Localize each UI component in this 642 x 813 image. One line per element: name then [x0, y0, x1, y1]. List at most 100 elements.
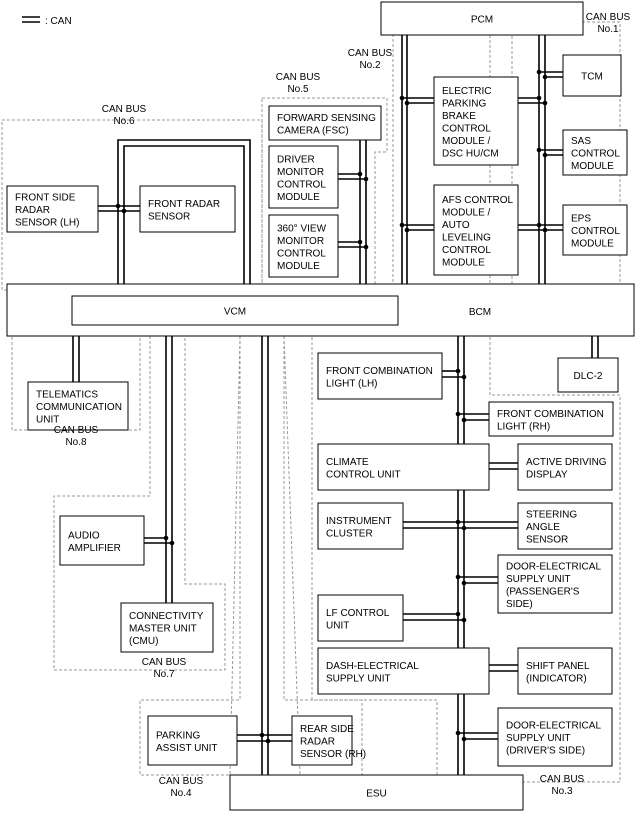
module-label-line: SUPPLY UNIT: [506, 574, 571, 585]
module-box: [317, 502, 404, 550]
module-label-line: SENSOR (RH): [300, 749, 366, 760]
module-label-line: REAR SIDE: [300, 724, 354, 735]
module-label-line: VCM: [224, 307, 246, 318]
module-vcm: VCM: [71, 295, 399, 326]
module-box: [147, 715, 238, 766]
can-bus-label-bus5: CAN BUS: [276, 72, 321, 83]
module-box: [433, 76, 519, 166]
module-label-line: STEERING: [526, 510, 577, 521]
module-dlc2: DLC-2: [557, 357, 619, 393]
can-bus-label-bus4: CAN BUS: [159, 776, 204, 787]
can-bus-label-bus7: CAN BUS: [142, 657, 187, 668]
module-box: [557, 357, 619, 393]
module-label-line: FORWARD SENSING: [277, 113, 376, 124]
module-pcm: PCM: [380, 1, 584, 36]
can-bus-label-bus1: CAN BUS: [586, 12, 631, 23]
module-label-line: SENSOR (LH): [15, 218, 79, 229]
module-label-line: MONITOR: [277, 236, 324, 247]
can-bus-4-outline-right: [283, 335, 363, 776]
can-bus-label-bus2: CAN BUS: [348, 48, 393, 59]
module-label-line: DASH-ELECTRICAL: [326, 661, 419, 672]
module-label-line: PARKING: [442, 98, 486, 109]
module-label-line: 360° VIEW: [277, 223, 327, 234]
module-label-line: UNIT: [326, 620, 349, 631]
module-box: [517, 443, 613, 491]
module-box: [517, 647, 613, 695]
module-label-line: ESU: [366, 789, 387, 800]
module-box: [317, 352, 443, 400]
module-box: [27, 381, 129, 431]
module-label-line: BCM: [469, 307, 491, 318]
module-label-line: UNIT: [36, 415, 59, 426]
module-label-line: EPS: [571, 214, 591, 225]
module-box: [562, 204, 628, 256]
module-box: [562, 129, 628, 176]
module-box: [433, 184, 519, 276]
module-label-line: LIGHT (LH): [326, 378, 378, 389]
module-label-line: MONITOR: [277, 167, 324, 178]
module-label-line: CONTROL: [277, 179, 326, 190]
module-label-line: FRONT COMBINATION: [497, 409, 604, 420]
can-bus-label-bus3: No.3: [551, 786, 573, 797]
module-label-line: ANGLE: [526, 522, 560, 533]
module-label-line: SENSOR: [148, 211, 190, 222]
module-box: [6, 185, 99, 233]
module-label-line: PCM: [471, 15, 493, 26]
module-label-line: CONTROL: [571, 149, 620, 160]
bus6-wire-outer: [117, 139, 251, 296]
module-label-line: MODULE: [277, 192, 320, 203]
can-bus-label-bus3: CAN BUS: [540, 774, 585, 785]
module-label-line: MODULE: [277, 261, 320, 272]
module-box: [120, 602, 214, 653]
module-shift: SHIFT PANEL(INDICATOR): [517, 647, 613, 695]
module-label-line: CLUSTER: [326, 528, 373, 539]
can-bus-label-bus4: No.4: [170, 788, 192, 799]
can-bus-wires: [72, 35, 599, 775]
module-label-line: FRONT SIDE: [15, 193, 76, 204]
module-label-line: AUTO: [442, 220, 470, 231]
module-label-line: ELECTRIC: [442, 86, 491, 97]
can-bus-label-bus6: No.6: [113, 116, 135, 127]
module-tcm: TCM: [562, 54, 622, 97]
module-box: [291, 715, 353, 766]
module-label-line: CONTROL: [277, 248, 326, 259]
module-label-line: DISPLAY: [526, 469, 568, 480]
module-label-line: SUPPLY UNIT: [506, 733, 571, 744]
module-label-line: SENSOR: [526, 535, 568, 546]
module-box: [268, 105, 382, 141]
can-bus-label-bus8: No.8: [65, 437, 87, 448]
module-label-line: SIDE): [506, 599, 533, 610]
module-label-line: (INDICATOR): [526, 673, 587, 684]
legend: : CAN: [22, 16, 72, 27]
module-label-line: (DRIVER'S SIDE): [506, 746, 585, 757]
module-label-line: (PASSENGER'S: [506, 586, 580, 597]
module-label-line: ASSIST UNIT: [156, 743, 218, 754]
module-label-line: AMPLIFIER: [68, 543, 121, 554]
module-label-line: CLIMATE: [326, 457, 369, 468]
module-box: [59, 515, 145, 566]
module-label-line: AUDIO: [68, 530, 100, 541]
module-label-line: MODULE: [571, 239, 614, 250]
module-label-line: MASTER UNIT: [129, 624, 197, 635]
module-label-line: DOOR-ELECTRICAL: [506, 721, 601, 732]
module-label-line: CONTROL UNIT: [326, 469, 401, 480]
module-label-line: DRIVER: [277, 154, 315, 165]
module-label-line: CONTROL: [442, 245, 491, 256]
module-box: [268, 145, 339, 209]
module-label-line: FRONT RADAR: [148, 199, 220, 210]
modules-layer: PCMTCMSASCONTROLMODULEEPSCONTROLMODULEEL…: [6, 1, 635, 811]
can-bus-label-bus2: No.2: [359, 60, 381, 71]
module-label-line: SHIFT PANEL: [526, 661, 590, 672]
module-box: [71, 295, 399, 326]
